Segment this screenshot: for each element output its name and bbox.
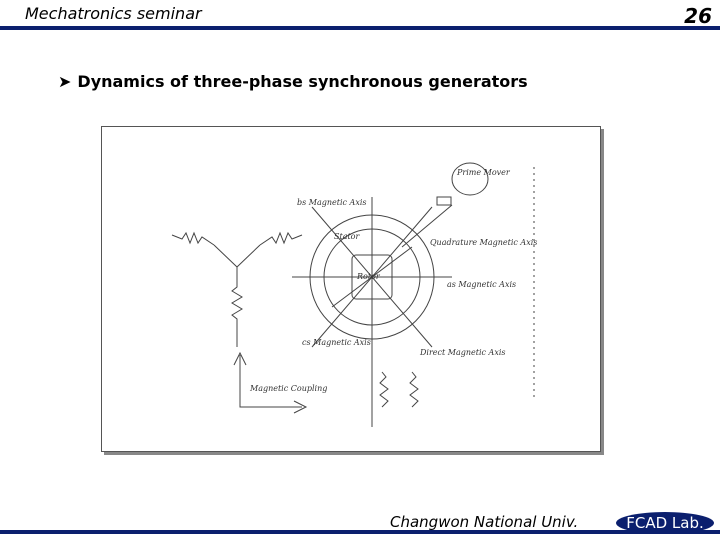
- lab-badge: FCAD Lab.: [616, 512, 714, 534]
- quadrature-axis-label: Quadrature Magnetic Axis: [430, 238, 537, 247]
- arrow-bullet-icon: ➤: [58, 72, 72, 91]
- coupling-arrow-head-up: [233, 351, 247, 366]
- field-winding-right: [409, 371, 419, 408]
- slide-heading: ➤ Dynamics of three-phase synchronous gen…: [58, 72, 528, 91]
- direct-axis-label: Direct Magnetic Axis: [419, 348, 506, 357]
- wire-a: [213, 244, 238, 268]
- heading-text: Dynamics of three-phase synchronous gene…: [77, 72, 528, 91]
- seminar-title: Mechatronics seminar: [25, 4, 202, 23]
- stator-label: Stator: [334, 232, 360, 241]
- magnetic-coupling-label: Magnetic Coupling: [249, 384, 327, 393]
- rotor-label: Rotor: [356, 272, 381, 281]
- coupling-arrow-line: [239, 355, 302, 408]
- quadrature-axis-line: [331, 246, 413, 308]
- coupling-arrow-head-right: [293, 400, 308, 414]
- page-number: 26: [684, 4, 712, 28]
- generator-diagram: Prime Mover bs Magnetic Axis Quadrature …: [101, 126, 601, 452]
- header-divider: [0, 26, 720, 30]
- shaft-line: [401, 204, 453, 248]
- university-name: Changwon National Univ.: [390, 513, 579, 531]
- prime-mover-label: Prime Mover: [456, 168, 511, 177]
- as-axis-label: as Magnetic Axis: [447, 280, 516, 289]
- wire-b: [236, 244, 261, 268]
- winding-left-c: [231, 267, 243, 347]
- generator-schematic: Prime Mover bs Magnetic Axis Quadrature …: [171, 162, 537, 427]
- cs-axis-label: cs Magnetic Axis: [302, 338, 371, 347]
- winding-left-b: [259, 231, 303, 246]
- footer-divider: [0, 530, 720, 534]
- prime-mover-circle: [451, 162, 489, 196]
- field-winding-left: [379, 371, 389, 408]
- winding-left-a: [171, 231, 215, 246]
- bs-axis-label: bs Magnetic Axis: [297, 198, 367, 207]
- shaft-coupling: [436, 196, 452, 206]
